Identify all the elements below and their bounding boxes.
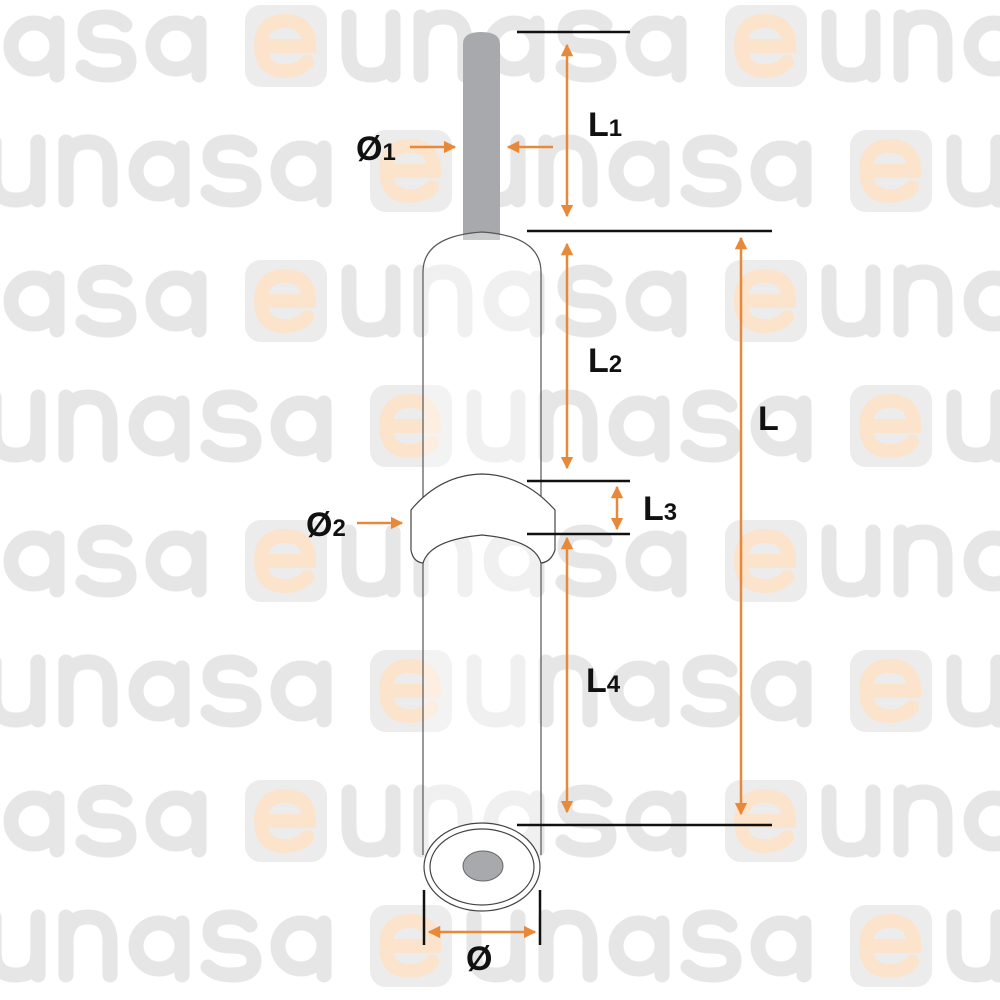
watermark-logo <box>0 520 199 602</box>
watermark-logo <box>0 5 199 87</box>
watermark-logo <box>850 905 1000 987</box>
watermark-logo <box>245 5 679 87</box>
watermark-logo <box>0 260 199 342</box>
watermark-logo <box>0 905 324 987</box>
watermark-logo <box>0 650 324 732</box>
collar <box>410 473 556 564</box>
extension-lines <box>422 30 772 945</box>
label-l2: L2 <box>588 342 622 380</box>
watermark-logo <box>725 780 1000 862</box>
label-d2: Ø2 <box>306 506 346 544</box>
rod <box>463 32 500 240</box>
watermark-logo <box>850 650 1000 732</box>
watermark-logo <box>850 385 1000 467</box>
watermark-logo <box>0 130 324 212</box>
dimension-arrows <box>357 43 748 939</box>
watermark-logo <box>725 520 1000 602</box>
watermark-logo <box>370 130 804 212</box>
bottom-end-inner <box>429 828 535 906</box>
tube-body <box>422 231 542 855</box>
label-l1: L1 <box>588 106 622 144</box>
label-d: Ø <box>466 940 492 978</box>
watermark-logo <box>370 905 804 987</box>
label-l: L <box>758 400 779 438</box>
label-l3: L3 <box>643 490 677 528</box>
label-d1: Ø1 <box>356 130 396 168</box>
watermark-logo <box>0 780 199 862</box>
watermark-logo <box>725 260 1000 342</box>
watermark-logo <box>0 385 324 467</box>
watermark-logo <box>850 130 1000 212</box>
label-l4: L4 <box>586 662 621 700</box>
center-hole <box>462 850 504 882</box>
watermark-logo <box>725 5 1000 87</box>
